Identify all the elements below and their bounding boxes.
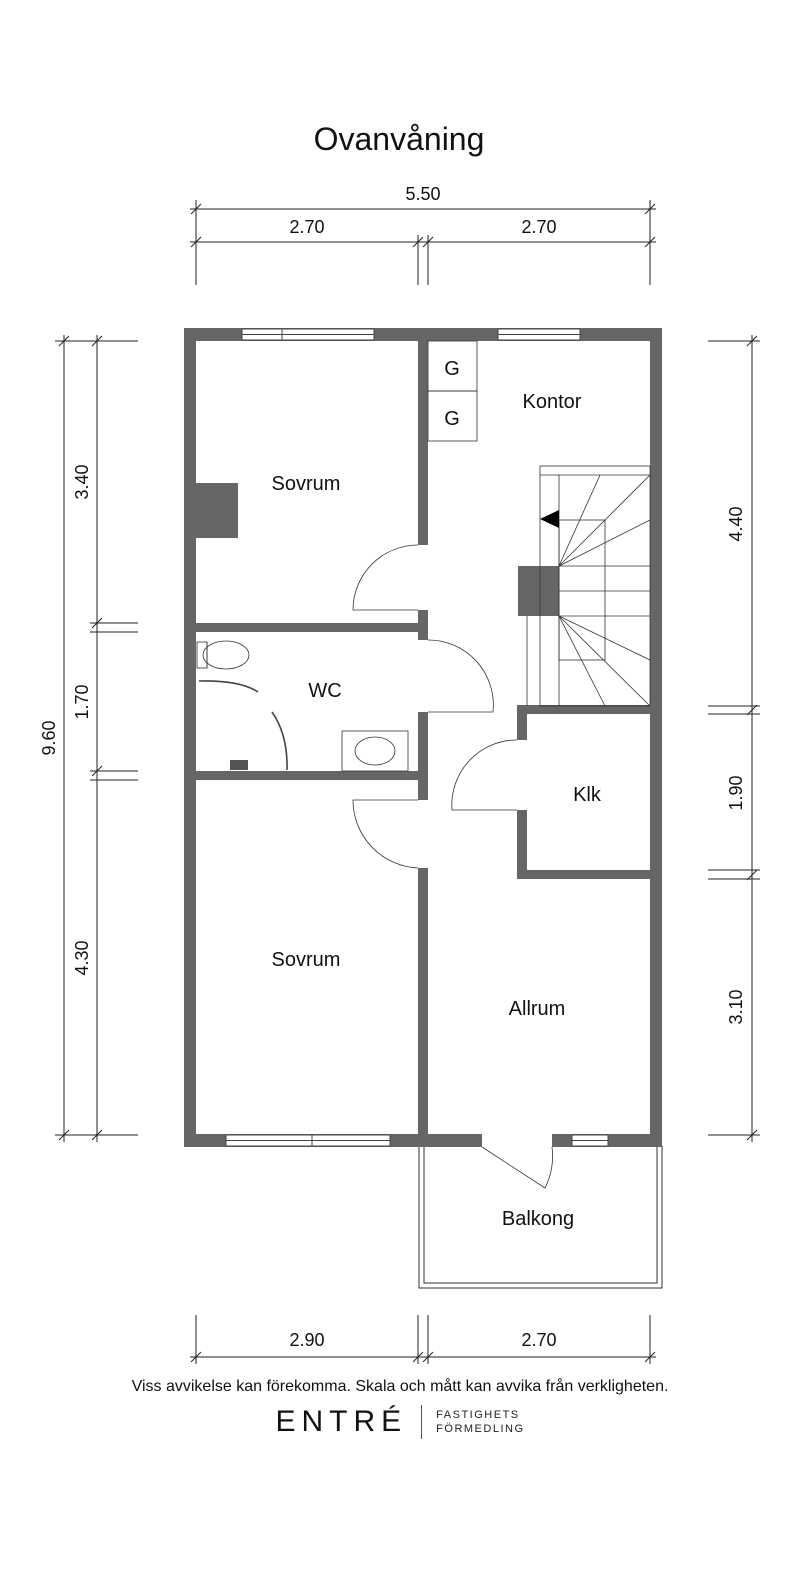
room-label-balkong: Balkong bbox=[502, 1208, 574, 1230]
windows bbox=[225, 328, 609, 1147]
shower-icon bbox=[198, 680, 288, 771]
dim-left-top: 3.40 bbox=[72, 464, 92, 499]
logo-brand: ENTRÉ bbox=[275, 1405, 408, 1438]
logo-subtitle: FASTIGHETS FÖRMEDLING bbox=[436, 1408, 524, 1436]
doors bbox=[352, 544, 553, 1189]
staircase bbox=[526, 465, 651, 707]
room-label-klk: Klk bbox=[573, 784, 602, 806]
plan-title: Ovanvåning bbox=[314, 121, 485, 157]
interior-walls bbox=[196, 341, 650, 1134]
logo-line-2: FÖRMEDLING bbox=[436, 1423, 525, 1435]
wardrobes bbox=[427, 340, 478, 442]
wardrobe-label-2: G bbox=[444, 408, 460, 430]
sink-icon bbox=[341, 730, 409, 772]
dim-right-bottom: 3.10 bbox=[726, 989, 746, 1024]
dim-top-right: 2.70 bbox=[521, 217, 556, 237]
right-dimension-lines bbox=[708, 335, 760, 1142]
dim-top-left: 2.70 bbox=[289, 217, 324, 237]
dim-right-top: 4.40 bbox=[726, 506, 746, 541]
dim-top-total: 5.50 bbox=[405, 184, 440, 204]
logo-divider bbox=[421, 1405, 423, 1439]
wardrobe-label-1: G bbox=[444, 358, 460, 380]
room-label-sovrum-top: Sovrum bbox=[272, 473, 341, 495]
company-logo: ENTRÉ FASTIGHETS FÖRMEDLING bbox=[0, 1405, 800, 1439]
bottom-dimension-lines bbox=[190, 1315, 656, 1364]
disclaimer-text: Viss avvikelse kan förekomma. Skala och … bbox=[131, 1378, 669, 1395]
top-dimension-lines bbox=[190, 200, 656, 285]
dim-bottom-left: 2.90 bbox=[289, 1330, 324, 1350]
room-label-sovrum-bottom: Sovrum bbox=[272, 949, 341, 971]
stair-direction-arrow-icon bbox=[540, 510, 559, 528]
left-dimension-lines bbox=[55, 335, 138, 1142]
toilet-icon bbox=[196, 640, 250, 670]
dim-right-mid: 1.90 bbox=[726, 775, 746, 810]
dim-bottom-right: 2.70 bbox=[521, 1330, 556, 1350]
room-label-allrum: Allrum bbox=[509, 998, 566, 1020]
dim-left-mid: 1.70 bbox=[72, 684, 92, 719]
room-label-wc: WC bbox=[308, 680, 341, 702]
logo-line-1: FASTIGHETS bbox=[436, 1409, 520, 1421]
dim-left-total: 9.60 bbox=[39, 720, 59, 755]
dim-left-bottom: 4.30 bbox=[72, 940, 92, 975]
room-label-kontor: Kontor bbox=[523, 391, 582, 413]
